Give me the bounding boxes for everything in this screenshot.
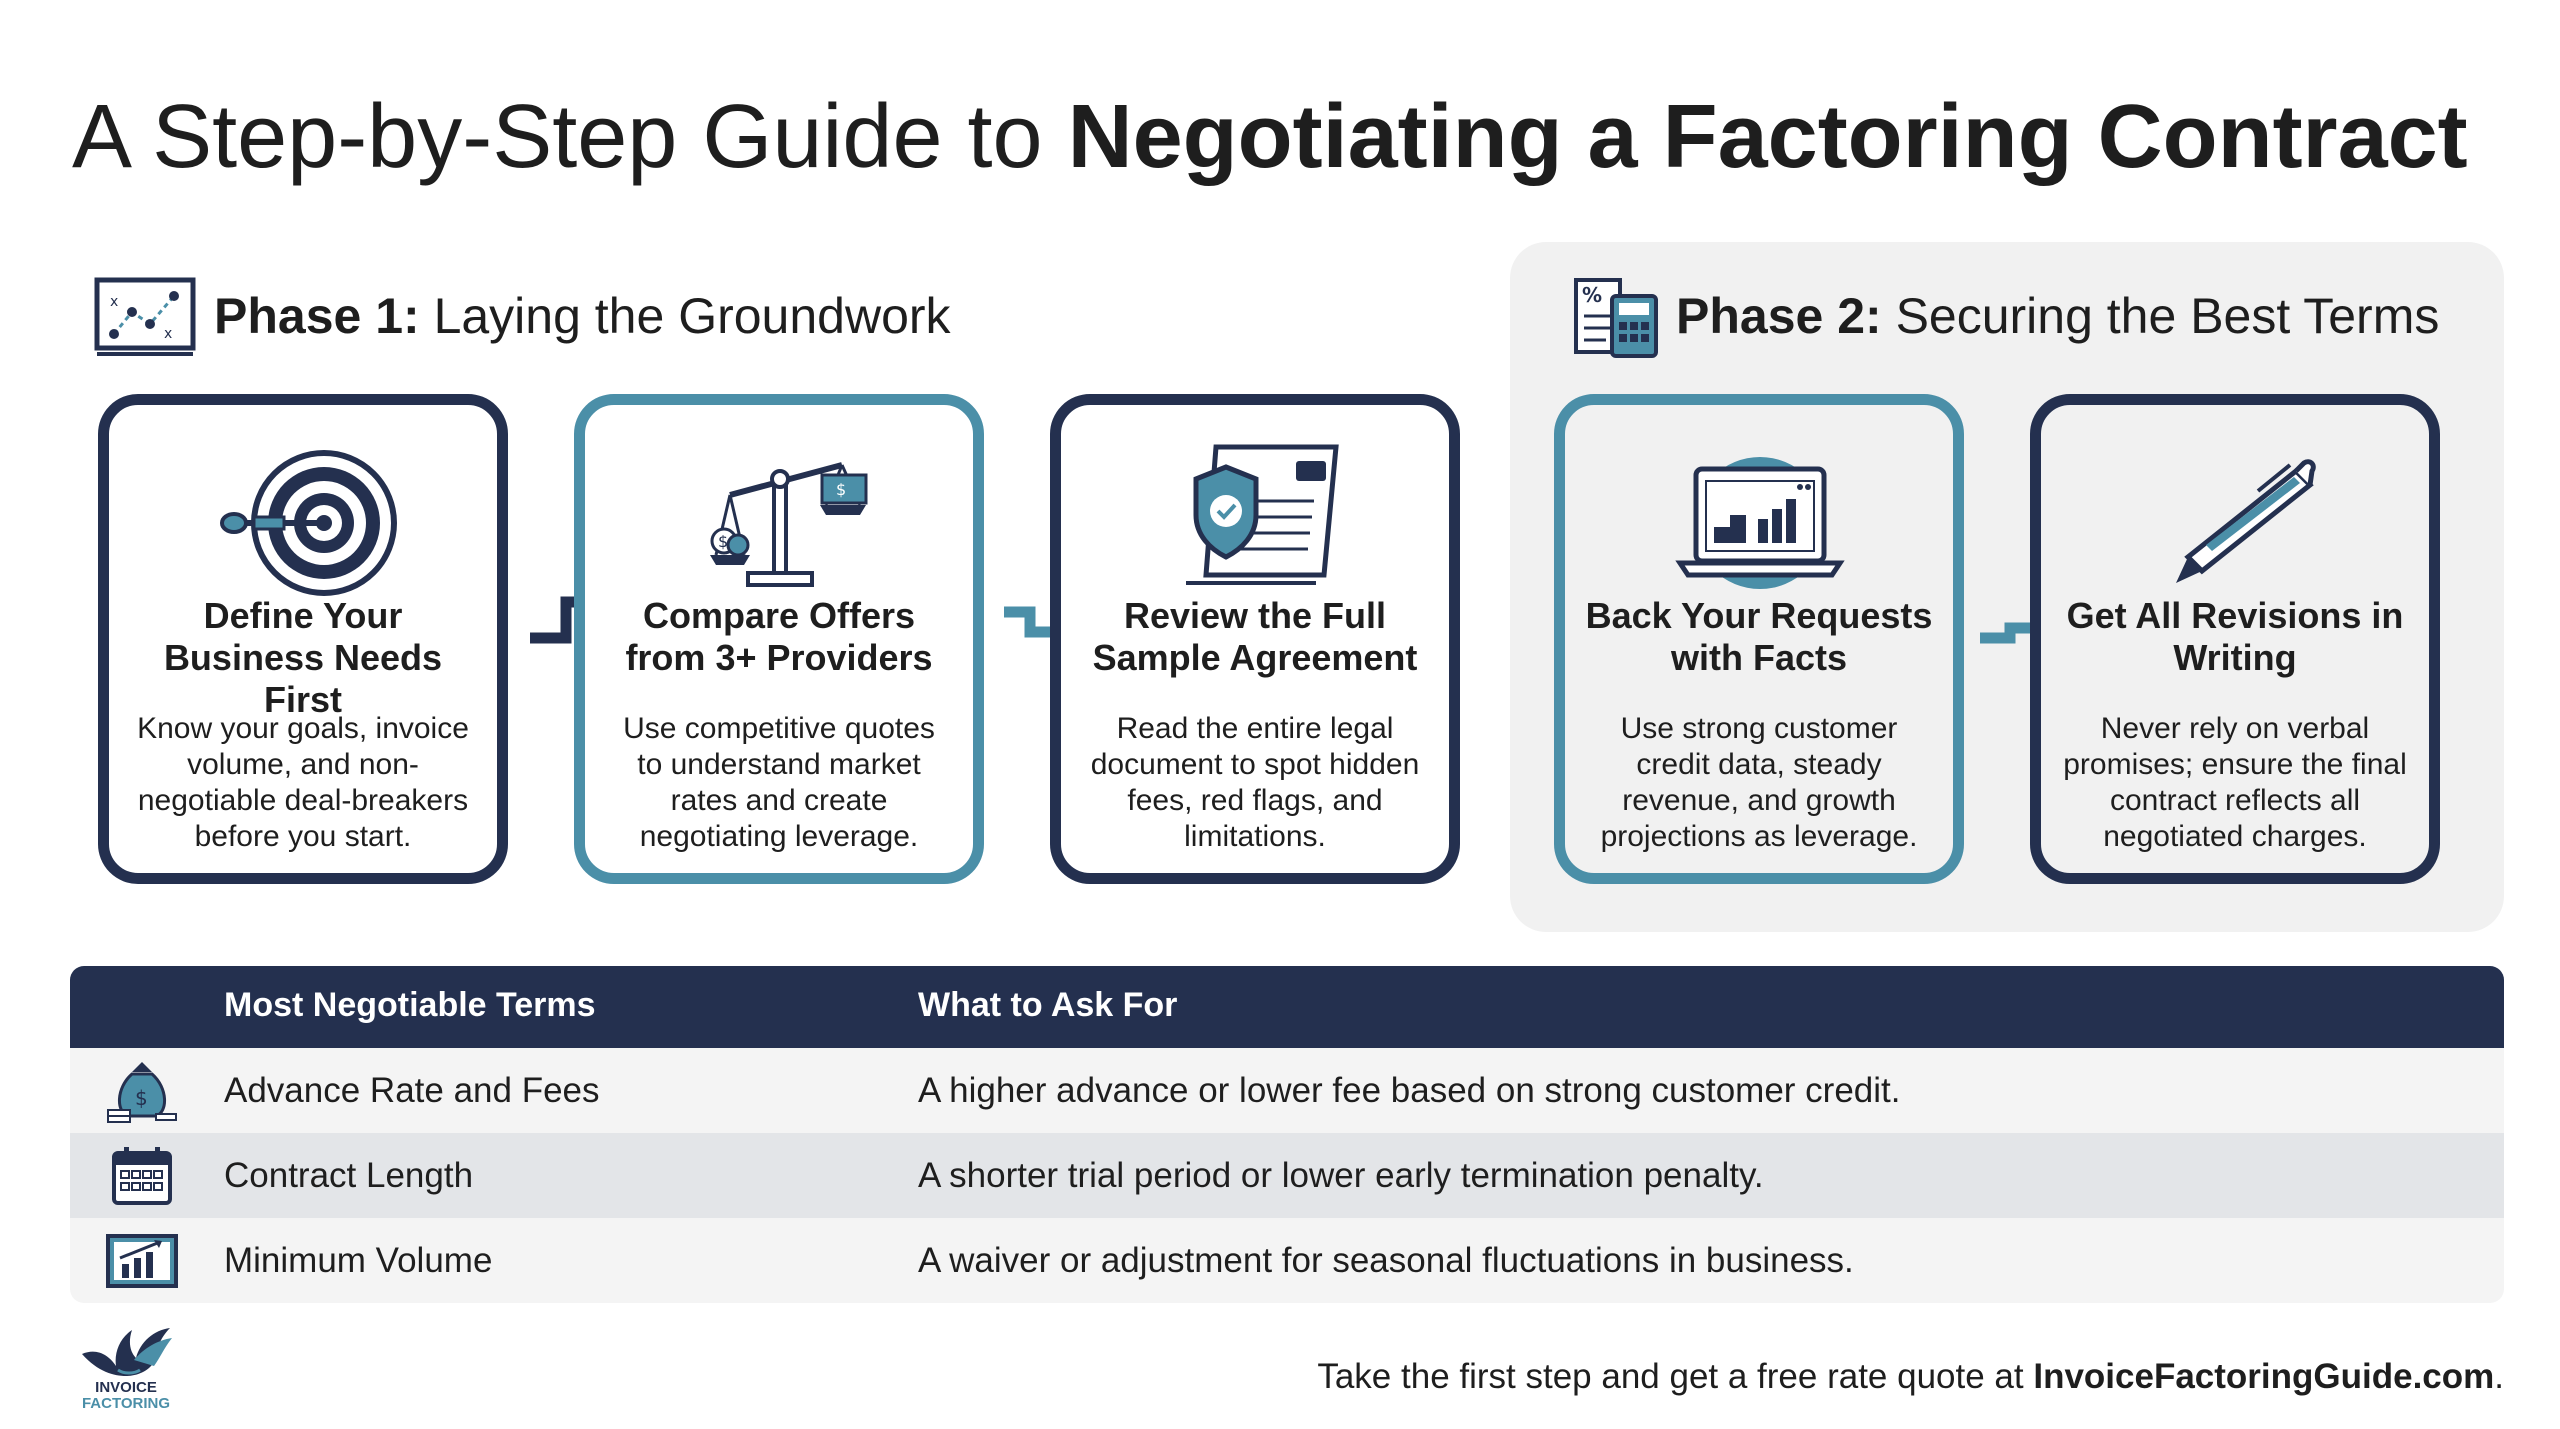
whiteboard-strategy-icon: x x bbox=[94, 277, 196, 356]
card-title: Define Your Business Needs First bbox=[163, 595, 443, 720]
svg-text:$: $ bbox=[836, 480, 846, 499]
negotiable-terms-table: Most Negotiable Terms What to Ask For $ … bbox=[70, 966, 2504, 1303]
pen-icon bbox=[2176, 459, 2316, 583]
money-bag-icon: $ bbox=[107, 1062, 177, 1123]
table-header: Most Negotiable Terms What to Ask For bbox=[70, 966, 2504, 1048]
svg-text:$: $ bbox=[135, 1086, 148, 1110]
title-bold: Negotiating a Factoring Contract bbox=[1067, 87, 2468, 187]
phase2-heading: Phase 2: Securing the Best Terms bbox=[1676, 286, 2439, 346]
calendar-icon bbox=[112, 1147, 172, 1205]
term-cell: Advance Rate and Fees bbox=[224, 1071, 600, 1110]
connector-4-5 bbox=[1980, 622, 2038, 644]
phase1-label: Phase 1: bbox=[214, 288, 420, 344]
term-cell: Contract Length bbox=[224, 1156, 474, 1195]
calculator-document-icon: % bbox=[1574, 278, 1658, 358]
target-dart-icon bbox=[220, 450, 397, 596]
eagle-logo-icon bbox=[82, 1328, 172, 1376]
footer-cta: Take the first step and get a free rate … bbox=[1317, 1357, 2504, 1397]
svg-text:$: $ bbox=[718, 532, 728, 551]
ask-cell: A waiver or adjustment for seasonal fluc… bbox=[918, 1241, 1854, 1280]
step-card-review-agreement: Review the Full Sample Agreement Read th… bbox=[1050, 394, 1460, 884]
phase2-label: Phase 2: bbox=[1676, 288, 1882, 344]
card-title: Back Your Requests with Facts bbox=[1585, 595, 1933, 678]
header-ask: What to Ask For bbox=[918, 986, 1178, 1024]
term-cell: Minimum Volume bbox=[224, 1241, 493, 1280]
phase1-name: Laying the Groundwork bbox=[419, 288, 951, 344]
step-card-define-needs: Define Your Business Needs First Know yo… bbox=[98, 394, 508, 884]
card-title: Compare Offers from 3+ Providers bbox=[625, 595, 933, 678]
card-title: Get All Revisions in Writing bbox=[2066, 595, 2404, 678]
table-row: Minimum Volume A waiver or adjustment fo… bbox=[70, 1218, 2504, 1303]
page-title: A Step-by-Step Guide to Negotiating a Fa… bbox=[72, 82, 2468, 192]
laptop-chart-icon bbox=[1675, 457, 1845, 589]
ask-cell: A higher advance or lower fee based on s… bbox=[918, 1071, 1901, 1110]
footer-end: . bbox=[2494, 1357, 2504, 1396]
table-row: $ Advance Rate and Fees A higher advance… bbox=[70, 1048, 2504, 1133]
svg-text:x: x bbox=[164, 326, 172, 342]
phase2-name: Securing the Best Terms bbox=[1881, 288, 2440, 344]
svg-text:%: % bbox=[1582, 283, 1602, 307]
title-regular: A Step-by-Step Guide to bbox=[72, 87, 1068, 187]
step-card-back-with-facts: Back Your Requests with Facts Use strong… bbox=[1554, 394, 1964, 884]
shield-document-icon bbox=[1186, 444, 1339, 585]
footer-text: Take the first step and get a free rate … bbox=[1317, 1357, 2034, 1396]
logo-line2: FACTORING bbox=[81, 1395, 171, 1412]
growth-chart-icon bbox=[106, 1234, 178, 1288]
balance-scale-money-icon: $ $ bbox=[710, 462, 868, 587]
card-description: Read the entire legal document to spot h… bbox=[1090, 712, 1420, 853]
footer-link[interactable]: InvoiceFactoringGuide.com bbox=[2033, 1357, 2495, 1396]
card-description: Use strong customer credit data, steady … bbox=[1600, 712, 1918, 853]
header-terms: Most Negotiable Terms bbox=[224, 986, 596, 1024]
ask-cell: A shorter trial period or lower early te… bbox=[918, 1156, 1764, 1195]
logo-line1: INVOICE bbox=[95, 1379, 157, 1396]
card-description: Know your goals, invoice volume, and non… bbox=[137, 712, 469, 853]
step-card-revisions-writing: Get All Revisions in Writing Never rely … bbox=[2030, 394, 2440, 884]
table-row: Contract Length A shorter trial period o… bbox=[70, 1133, 2504, 1218]
step-card-compare-offers: $ $ Compare Offers from 3+ Providers Use… bbox=[574, 394, 984, 884]
card-description: Use competitive quotes to understand mar… bbox=[623, 712, 935, 853]
card-title: Review the Full Sample Agreement bbox=[1092, 595, 1418, 678]
card-description: Never rely on verbal promises; ensure th… bbox=[2063, 712, 2407, 853]
connector-2-3 bbox=[1004, 606, 1064, 638]
phase1-heading: Phase 1: Laying the Groundwork bbox=[214, 286, 951, 346]
svg-text:x: x bbox=[110, 294, 118, 310]
